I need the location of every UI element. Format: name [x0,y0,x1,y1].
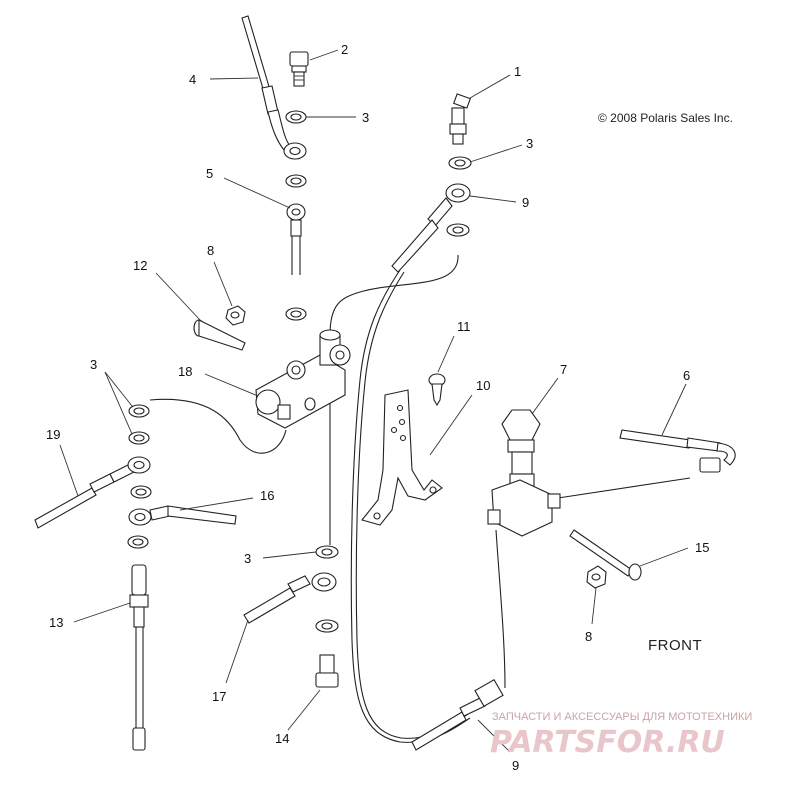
callout-3-right: 3 [526,136,533,151]
callout-3-bottom: 3 [244,551,251,566]
callout-5: 5 [206,166,213,181]
callout-15: 15 [695,540,709,555]
bolt-15 [569,529,642,581]
callout-9-bottom: 9 [512,758,519,773]
banjo-bolt-2 [289,51,309,87]
front-label: FRONT [648,637,702,654]
callout-6: 6 [683,368,690,383]
callout-12: 12 [133,258,147,273]
callout-7: 7 [560,362,567,377]
callout-labels: 2 4 1 3 3 5 9 8 12 11 3 18 10 7 6 19 16 … [46,42,709,773]
brake-line-6 [619,429,736,473]
callout-18: 18 [178,364,192,379]
callout-8-bottom: 8 [585,629,592,644]
sealing-washers-3 [127,110,472,633]
nut-8-bottom [586,565,607,589]
brake-line-16 [128,505,237,526]
bolt-12 [193,319,246,351]
callout-14: 14 [275,731,289,746]
brake-line-13 [129,564,149,751]
banjo-fitting-5 [286,203,306,275]
callout-3-left: 3 [90,357,97,372]
callout-10: 10 [476,378,490,393]
watermark-logo: PARTSFOR.RU [490,725,725,760]
callout-3-top: 3 [362,110,369,125]
callout-4: 4 [189,72,196,87]
brake-line-9-bottom [411,678,504,751]
brake-line-9-top [391,183,471,273]
callout-11: 11 [457,319,471,334]
brake-line-19 [34,456,151,529]
nut-8-top [225,305,246,326]
callout-9-top: 9 [522,195,529,210]
brake-line-17 [243,572,337,624]
callout-19: 19 [46,427,60,442]
watermark-tagline: ЗАПЧАСТИ И АКСЕССУАРЫ ДЛЯ МОТОТЕХНИКИ [492,711,752,723]
brake-switch-1 [449,93,471,145]
callout-1: 1 [514,64,521,79]
callout-8-top: 8 [207,243,214,258]
callout-17: 17 [212,689,226,704]
brake-line-4 [241,15,307,160]
callout-2: 2 [341,42,348,57]
bracket-10 [361,389,443,526]
callout-13: 13 [49,615,63,630]
callout-16: 16 [260,488,274,503]
distribution-block-18 [255,329,351,429]
banjo-bolt-14 [315,654,339,688]
screw-11 [428,373,446,407]
copyright-text: © 2008 Polaris Sales Inc. [598,111,733,125]
leader-lines [59,49,689,753]
brake-hose-routing [149,254,691,743]
proportioning-valve-7 [487,409,561,537]
